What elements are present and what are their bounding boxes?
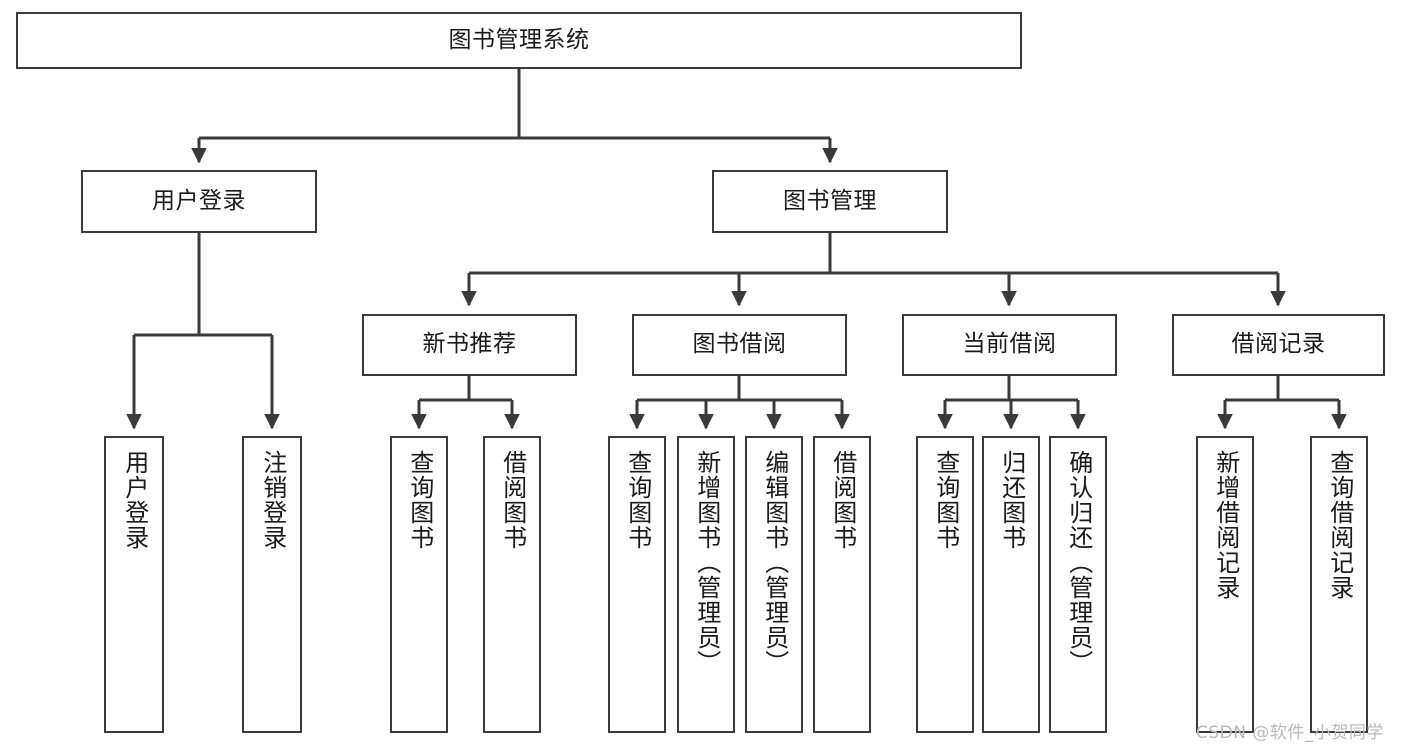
node-leaf-return-book[interactable]: 归还图书 [982,436,1040,733]
node-leaf-edit-book[interactable]: 编辑图书（管理员） [745,436,803,733]
node-leaf-logout-login[interactable]: 注销登录 [242,436,302,733]
node-leaf-borrow-book-2[interactable]: 借阅图书 [813,436,871,733]
node-leaf-confirm-return-label: 确认归还（管理员） [1064,450,1093,675]
node-leaf-user-login[interactable]: 用户登录 [104,436,164,733]
node-leaf-edit-book-label: 编辑图书（管理员） [760,450,789,675]
node-book-management-label: 图书管理 [783,187,877,214]
node-leaf-user-login-label: 用户登录 [120,450,149,550]
node-leaf-return-book-label: 归还图书 [997,450,1026,550]
node-leaf-logout-login-label: 注销登录 [258,450,287,550]
node-leaf-add-record-label: 新增借阅记录 [1211,450,1240,600]
node-leaf-query-book-2[interactable]: 查询图书 [608,436,666,733]
node-leaf-add-book-label: 新增图书（管理员） [692,450,721,675]
node-leaf-query-book-1[interactable]: 查询图书 [390,436,448,733]
node-borrow-record[interactable]: 借阅记录 [1172,314,1385,376]
node-leaf-borrow-book-2-label: 借阅图书 [828,450,857,550]
node-leaf-query-book-2-label: 查询图书 [623,450,652,550]
node-current-borrow-label: 当前借阅 [962,331,1057,358]
node-user-login[interactable]: 用户登录 [81,170,317,233]
node-book-borrow[interactable]: 图书借阅 [632,314,847,376]
node-current-borrow[interactable]: 当前借阅 [902,314,1117,376]
node-leaf-query-book-3[interactable]: 查询图书 [916,436,974,733]
node-book-borrow-label: 图书借阅 [692,331,787,358]
node-leaf-confirm-return[interactable]: 确认归还（管理员） [1049,436,1107,733]
node-leaf-add-record[interactable]: 新增借阅记录 [1196,436,1254,733]
node-leaf-query-book-3-label: 查询图书 [931,450,960,550]
node-new-book-recommend[interactable]: 新书推荐 [362,314,577,376]
node-leaf-query-record[interactable]: 查询借阅记录 [1310,436,1368,733]
node-leaf-add-book[interactable]: 新增图书（管理员） [677,436,735,733]
node-new-book-recommend-label: 新书推荐 [422,331,517,358]
node-leaf-borrow-book-1[interactable]: 借阅图书 [483,436,541,733]
node-leaf-query-record-label: 查询借阅记录 [1325,450,1354,600]
node-leaf-query-book-1-label: 查询图书 [405,450,434,550]
node-root-system[interactable]: 图书管理系统 [16,12,1022,69]
node-book-management[interactable]: 图书管理 [712,170,948,233]
node-user-login-label: 用户登录 [152,187,246,214]
node-root-system-label: 图书管理系统 [448,26,590,53]
node-leaf-borrow-book-1-label: 借阅图书 [498,450,527,550]
node-borrow-record-label: 借阅记录 [1231,331,1326,358]
